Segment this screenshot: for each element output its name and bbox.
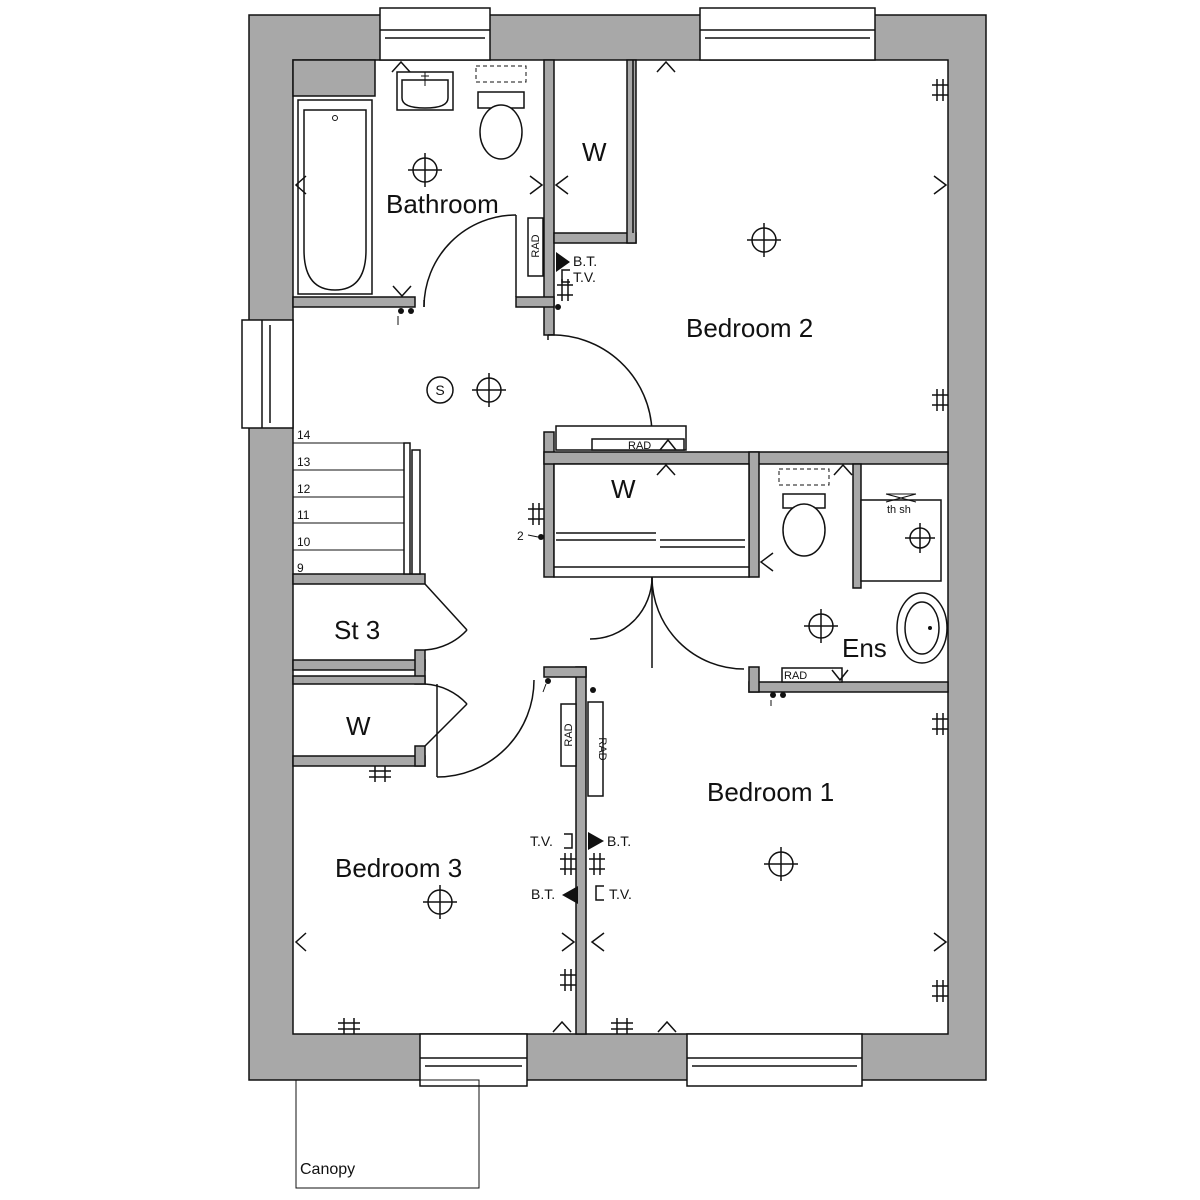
chevron-markers	[294, 60, 948, 1033]
rad-label: RAD	[563, 723, 575, 746]
ensuite-shower: th sh	[860, 493, 942, 582]
telephone-point-icon	[588, 832, 604, 850]
bedroom1-radiator: RAD	[587, 701, 608, 797]
switch-two-label: 2	[517, 529, 524, 543]
light-switch-icon	[397, 308, 414, 325]
ceiling-light-icon	[423, 885, 457, 919]
ceiling-light-icon	[747, 223, 781, 257]
staircase: 14 13 12 11 10 9	[293, 428, 421, 575]
room-label-wardrobe: W	[346, 711, 371, 741]
stair-step-9: 9	[297, 561, 304, 575]
socket-icon	[611, 1018, 633, 1034]
room-label-wardrobe: W	[582, 137, 607, 167]
ceiling-light-icon	[905, 523, 935, 553]
socket-icon	[932, 79, 948, 101]
bathroom-radiator: RAD	[527, 217, 544, 277]
bedroom3-radiator: RAD	[560, 703, 577, 767]
room-label-bedroom-2: Bedroom 2	[686, 313, 813, 343]
smoke-detector-label: S	[435, 382, 444, 398]
room-label-ensuite: Ens	[842, 633, 887, 663]
room-label-store: St 3	[334, 615, 380, 645]
tv-label: T.V.	[573, 269, 596, 285]
stair-step-13: 13	[297, 455, 311, 469]
ceiling-light-icon	[764, 847, 798, 881]
bt-label: B.T.	[573, 253, 597, 269]
rad-label: RAD	[784, 670, 807, 682]
wardrobe-bed3-door	[424, 683, 468, 747]
stair-step-12: 12	[297, 482, 311, 496]
rad-label: RAD	[530, 234, 542, 257]
tv-point-icon	[561, 269, 570, 283]
room-label-bathroom: Bathroom	[386, 189, 499, 219]
socket-icon	[560, 969, 576, 991]
room-label-wardrobe: W	[611, 474, 636, 504]
central-wardrobe	[553, 463, 750, 578]
canopy-label: Canopy	[300, 1161, 355, 1178]
rad-label: RAD	[628, 440, 651, 452]
ensuite-radiator: RAD	[781, 667, 843, 683]
light-switch-icon	[542, 678, 551, 693]
stair-step-11: 11	[297, 508, 310, 522]
ceiling-light-icon	[804, 609, 838, 643]
smoke-detector-icon: S	[426, 376, 454, 404]
socket-icon	[560, 853, 576, 875]
landing-radiator: RAD	[555, 425, 687, 452]
tv-label: T.V.	[609, 886, 632, 902]
room-label-bedroom-3: Bedroom 3	[335, 853, 462, 883]
ceiling-light-icon	[472, 373, 506, 407]
window-top-left	[379, 7, 491, 61]
telephone-point-icon	[562, 886, 578, 904]
window-bottom-left	[419, 1033, 528, 1087]
socket-icon	[932, 713, 948, 735]
canopy-outline	[295, 1079, 480, 1189]
ensuite-basin	[896, 592, 948, 664]
room-label-bedroom-1: Bedroom 1	[707, 777, 834, 807]
light-switch-icon	[527, 534, 544, 540]
light-switch-icon	[770, 692, 786, 706]
window-left	[241, 319, 294, 429]
window-bottom-right	[686, 1033, 863, 1087]
shower-label: th sh	[887, 504, 911, 516]
socket-icon	[932, 980, 948, 1002]
stair-step-14: 14	[297, 428, 311, 442]
socket-icon	[528, 503, 544, 525]
tv-label: T.V.	[530, 833, 553, 849]
light-switch-icon	[590, 687, 596, 693]
bedroom3-door	[436, 679, 535, 778]
ensuite-toilet	[778, 468, 830, 557]
internal-walls	[292, 59, 949, 1035]
bt-label: B.T.	[607, 833, 631, 849]
bathroom-basin	[396, 71, 454, 111]
telephone-point-icon	[556, 252, 570, 272]
bt-label: B.T.	[531, 886, 555, 902]
bathroom-toilet	[475, 65, 527, 160]
store-door	[424, 583, 468, 651]
bath-tub	[297, 99, 373, 295]
light-switch-icon	[555, 304, 561, 310]
socket-icon	[369, 766, 391, 782]
socket-icon	[589, 853, 605, 875]
bathroom-door	[423, 214, 517, 308]
bedroom1-door	[589, 576, 745, 670]
socket-icon	[932, 389, 948, 411]
rad-label: RAD	[596, 737, 608, 760]
stair-step-10: 10	[297, 535, 311, 549]
tv-point-icon	[564, 833, 573, 849]
tv-point-icon	[595, 885, 604, 901]
window-top-right	[699, 7, 876, 61]
socket-icon	[338, 1018, 360, 1034]
bedroom2-door	[547, 334, 653, 440]
ceiling-light-icon	[408, 153, 442, 187]
